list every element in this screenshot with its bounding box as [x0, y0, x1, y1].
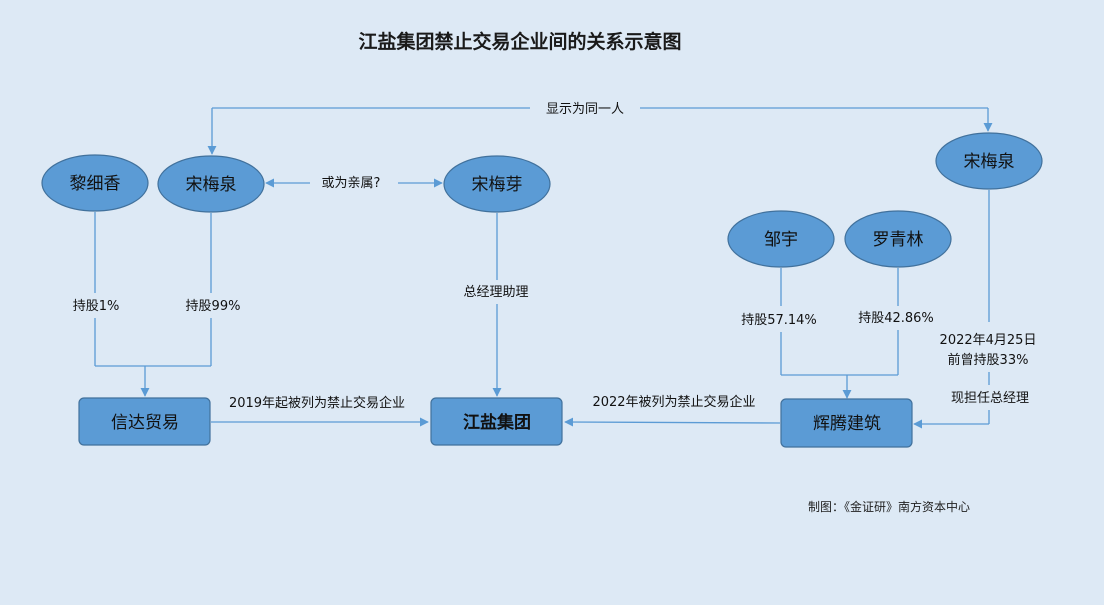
- edge-shareholders-xinda: [94, 212, 212, 397]
- node-xinda: 信达贸易: [78, 397, 211, 446]
- credit-text: 制图：《金证研》南方资本中心: [808, 499, 970, 514]
- label-share-1: 持股1%: [73, 299, 120, 314]
- label-relative: 或为亲属?: [322, 176, 381, 191]
- svg-text:辉腾建筑: 辉腾建筑: [813, 414, 881, 434]
- svg-text:信达贸易: 信达贸易: [111, 413, 179, 433]
- svg-text:宋梅芽: 宋梅芽: [472, 175, 523, 195]
- label-assistant: 总经理助理: [463, 285, 528, 300]
- edge-huiteng-jiangyan: [564, 417, 781, 427]
- label-current-gm: 现担任总经理: [951, 391, 1029, 406]
- label-banned-2022: 2022年被列为禁止交易企业: [592, 394, 755, 410]
- edge-former-holder: [913, 190, 990, 429]
- svg-text:邹宇: 邹宇: [764, 230, 798, 250]
- label-former-share: 前曾持股33%: [948, 352, 1029, 368]
- label-same-person: 显示为同一人: [546, 102, 624, 117]
- svg-text:宋梅泉: 宋梅泉: [186, 175, 237, 195]
- node-zouyu: 邹宇: [727, 210, 835, 268]
- label-former-date: 2022年4月25日: [940, 333, 1037, 348]
- node-jiangyan: 江盐集团: [430, 397, 563, 446]
- svg-text:宋梅泉: 宋梅泉: [964, 152, 1015, 172]
- svg-text:黎细香: 黎细香: [70, 174, 121, 194]
- label-banned-2019: 2019年起被列为禁止交易企业: [229, 395, 405, 411]
- node-luoqinglin: 罗青林: [844, 210, 952, 268]
- label-share-5714: 持股57.14%: [741, 313, 817, 328]
- label-share-4286: 持股42.86%: [858, 311, 934, 326]
- diagram-title: 江盐集团禁止交易企业间的关系示意图: [358, 30, 681, 53]
- node-lixiangxiang: 黎细香: [41, 154, 149, 212]
- svg-text:罗青林: 罗青林: [873, 230, 924, 250]
- svg-text:江盐集团: 江盐集团: [463, 412, 531, 433]
- node-songmeiya: 宋梅芽: [443, 155, 551, 213]
- node-huiteng: 辉腾建筑: [780, 398, 913, 448]
- label-share-99: 持股99%: [186, 299, 241, 314]
- edge-shareholders-huiteng: [780, 268, 899, 399]
- node-songmeiquan-left: 宋梅泉: [157, 155, 265, 213]
- node-songmeiquan-right: 宋梅泉: [935, 132, 1043, 190]
- edge-same-person: [207, 107, 993, 155]
